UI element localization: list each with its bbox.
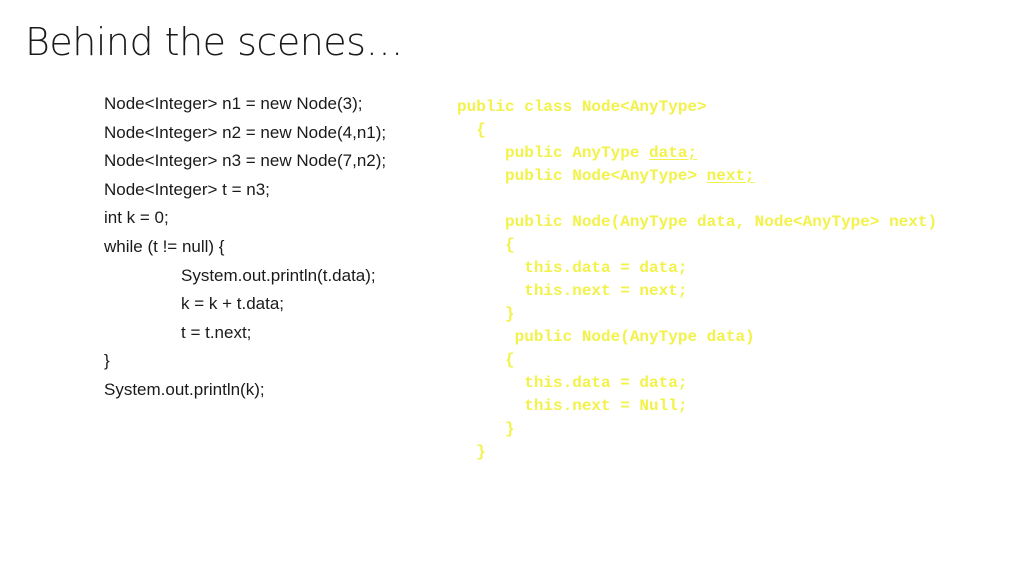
code-line: { (457, 121, 486, 139)
underlined-field-data: data; (649, 144, 698, 162)
client-code-block: Node<Integer> n1 = new Node(3); Node<Int… (104, 90, 386, 405)
code-line: int k = 0; (104, 208, 169, 228)
blank-code-line (457, 188, 937, 211)
code-line: System.out.println(t.data); (181, 265, 376, 285)
code-line: public Node<AnyType> next; (457, 165, 937, 188)
code-fragment: public AnyType (457, 144, 650, 162)
code-line: { (457, 351, 515, 369)
code-line: t = t.next; (181, 322, 252, 342)
code-line: public class Node<AnyType> (457, 98, 707, 116)
code-line: this.data = data; (457, 374, 688, 392)
code-line: System.out.println(k); (104, 379, 265, 399)
code-line: } (104, 351, 110, 371)
code-line: Node<Integer> n2 = new Node(4,n1); (104, 122, 387, 142)
code-line: Node<Integer> t = n3; (104, 179, 270, 199)
code-line: while (t != null) { (104, 236, 225, 256)
code-line: k = k + t.data; (181, 294, 285, 314)
code-line: } (457, 420, 515, 438)
underlined-field-next: next; (706, 167, 755, 185)
code-line: public Node(AnyType data) (457, 328, 755, 346)
code-line: Node<Integer> n1 = new Node(3); (104, 94, 363, 113)
code-line: this.next = next; (457, 282, 688, 300)
code-line: public Node(AnyType data, Node<AnyType> … (457, 213, 938, 231)
slide-title: Behind the scenes… (25, 20, 403, 64)
node-class-code-block: public class Node<AnyType> { public AnyT… (457, 96, 937, 464)
code-line: this.next = Null; (457, 397, 688, 415)
code-line: { (457, 236, 515, 254)
code-fragment: public Node<AnyType> (457, 167, 707, 185)
code-line: public AnyType data; (457, 142, 937, 165)
code-line: this.data = data; (457, 259, 688, 277)
code-line: Node<Integer> n3 = new Node(7,n2); (104, 151, 387, 171)
code-line: } (457, 443, 486, 461)
code-line: } (457, 305, 515, 323)
